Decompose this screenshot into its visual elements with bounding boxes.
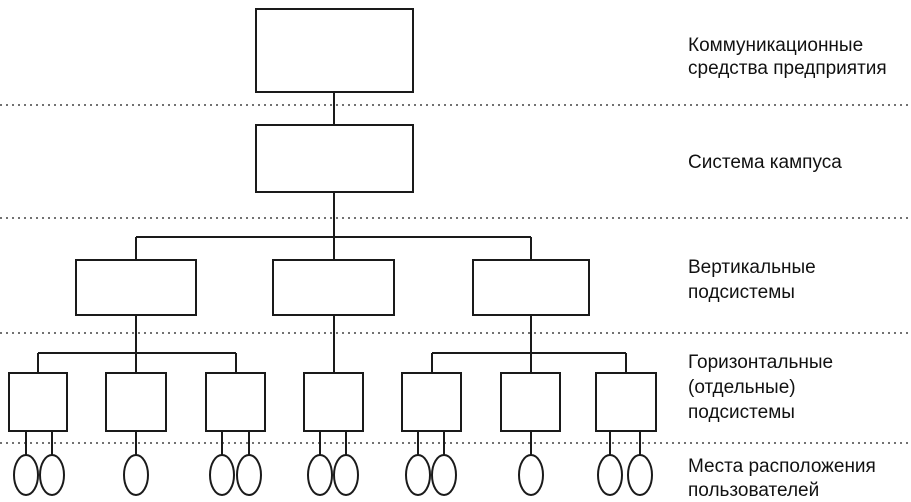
level-label-line: Места расположения bbox=[688, 456, 876, 477]
level-label-user-locations: Места расположения пользователей bbox=[688, 456, 881, 501]
level-label-line: подсистемы bbox=[688, 282, 795, 303]
level-label-line: Горизонтальные bbox=[688, 352, 833, 373]
level-label-line: пользователей bbox=[688, 480, 819, 501]
horizontal-subsystem-box bbox=[8, 372, 68, 432]
user-location-oval bbox=[431, 454, 457, 496]
horizontal-subsystem-box bbox=[595, 372, 657, 432]
user-location-oval bbox=[39, 454, 65, 496]
horizontal-subsystem-box bbox=[105, 372, 167, 432]
vertical-subsystem-box bbox=[272, 259, 395, 316]
user-location-oval bbox=[123, 454, 149, 496]
user-location-oval bbox=[627, 454, 653, 496]
vertical-subsystem-box bbox=[75, 259, 197, 316]
user-location-oval bbox=[405, 454, 431, 496]
user-location-oval bbox=[597, 454, 623, 496]
horizontal-subsystem-box bbox=[401, 372, 462, 432]
campus-box bbox=[255, 124, 414, 193]
level-label-vertical: Вертикальные подсистемы bbox=[688, 257, 821, 303]
level-label-enterprise: Коммуникационные средства предприятия bbox=[688, 35, 887, 79]
level-label-line: (отдельные) bbox=[688, 377, 796, 398]
user-location-oval bbox=[307, 454, 333, 496]
user-location-oval bbox=[209, 454, 235, 496]
user-location-oval bbox=[333, 454, 359, 496]
level-label-line: средства предприятия bbox=[688, 58, 887, 79]
user-location-oval bbox=[13, 454, 39, 496]
vertical-subsystem-box bbox=[472, 259, 590, 316]
level-label-line: Коммуникационные bbox=[688, 35, 863, 56]
level-label-line: Система кампуса bbox=[688, 152, 842, 173]
level-label-line: подсистемы bbox=[688, 402, 795, 423]
level-label-horizontal: Горизонтальные (отдельные) подсистемы bbox=[688, 352, 838, 423]
level-label-line: Вертикальные bbox=[688, 257, 816, 278]
horizontal-subsystem-box bbox=[303, 372, 364, 432]
enterprise-box bbox=[255, 8, 414, 93]
level-label-campus: Система кампуса bbox=[688, 152, 842, 173]
horizontal-subsystem-box bbox=[205, 372, 266, 432]
user-location-oval bbox=[236, 454, 262, 496]
horizontal-subsystem-box bbox=[500, 372, 561, 432]
user-location-oval bbox=[518, 454, 544, 496]
